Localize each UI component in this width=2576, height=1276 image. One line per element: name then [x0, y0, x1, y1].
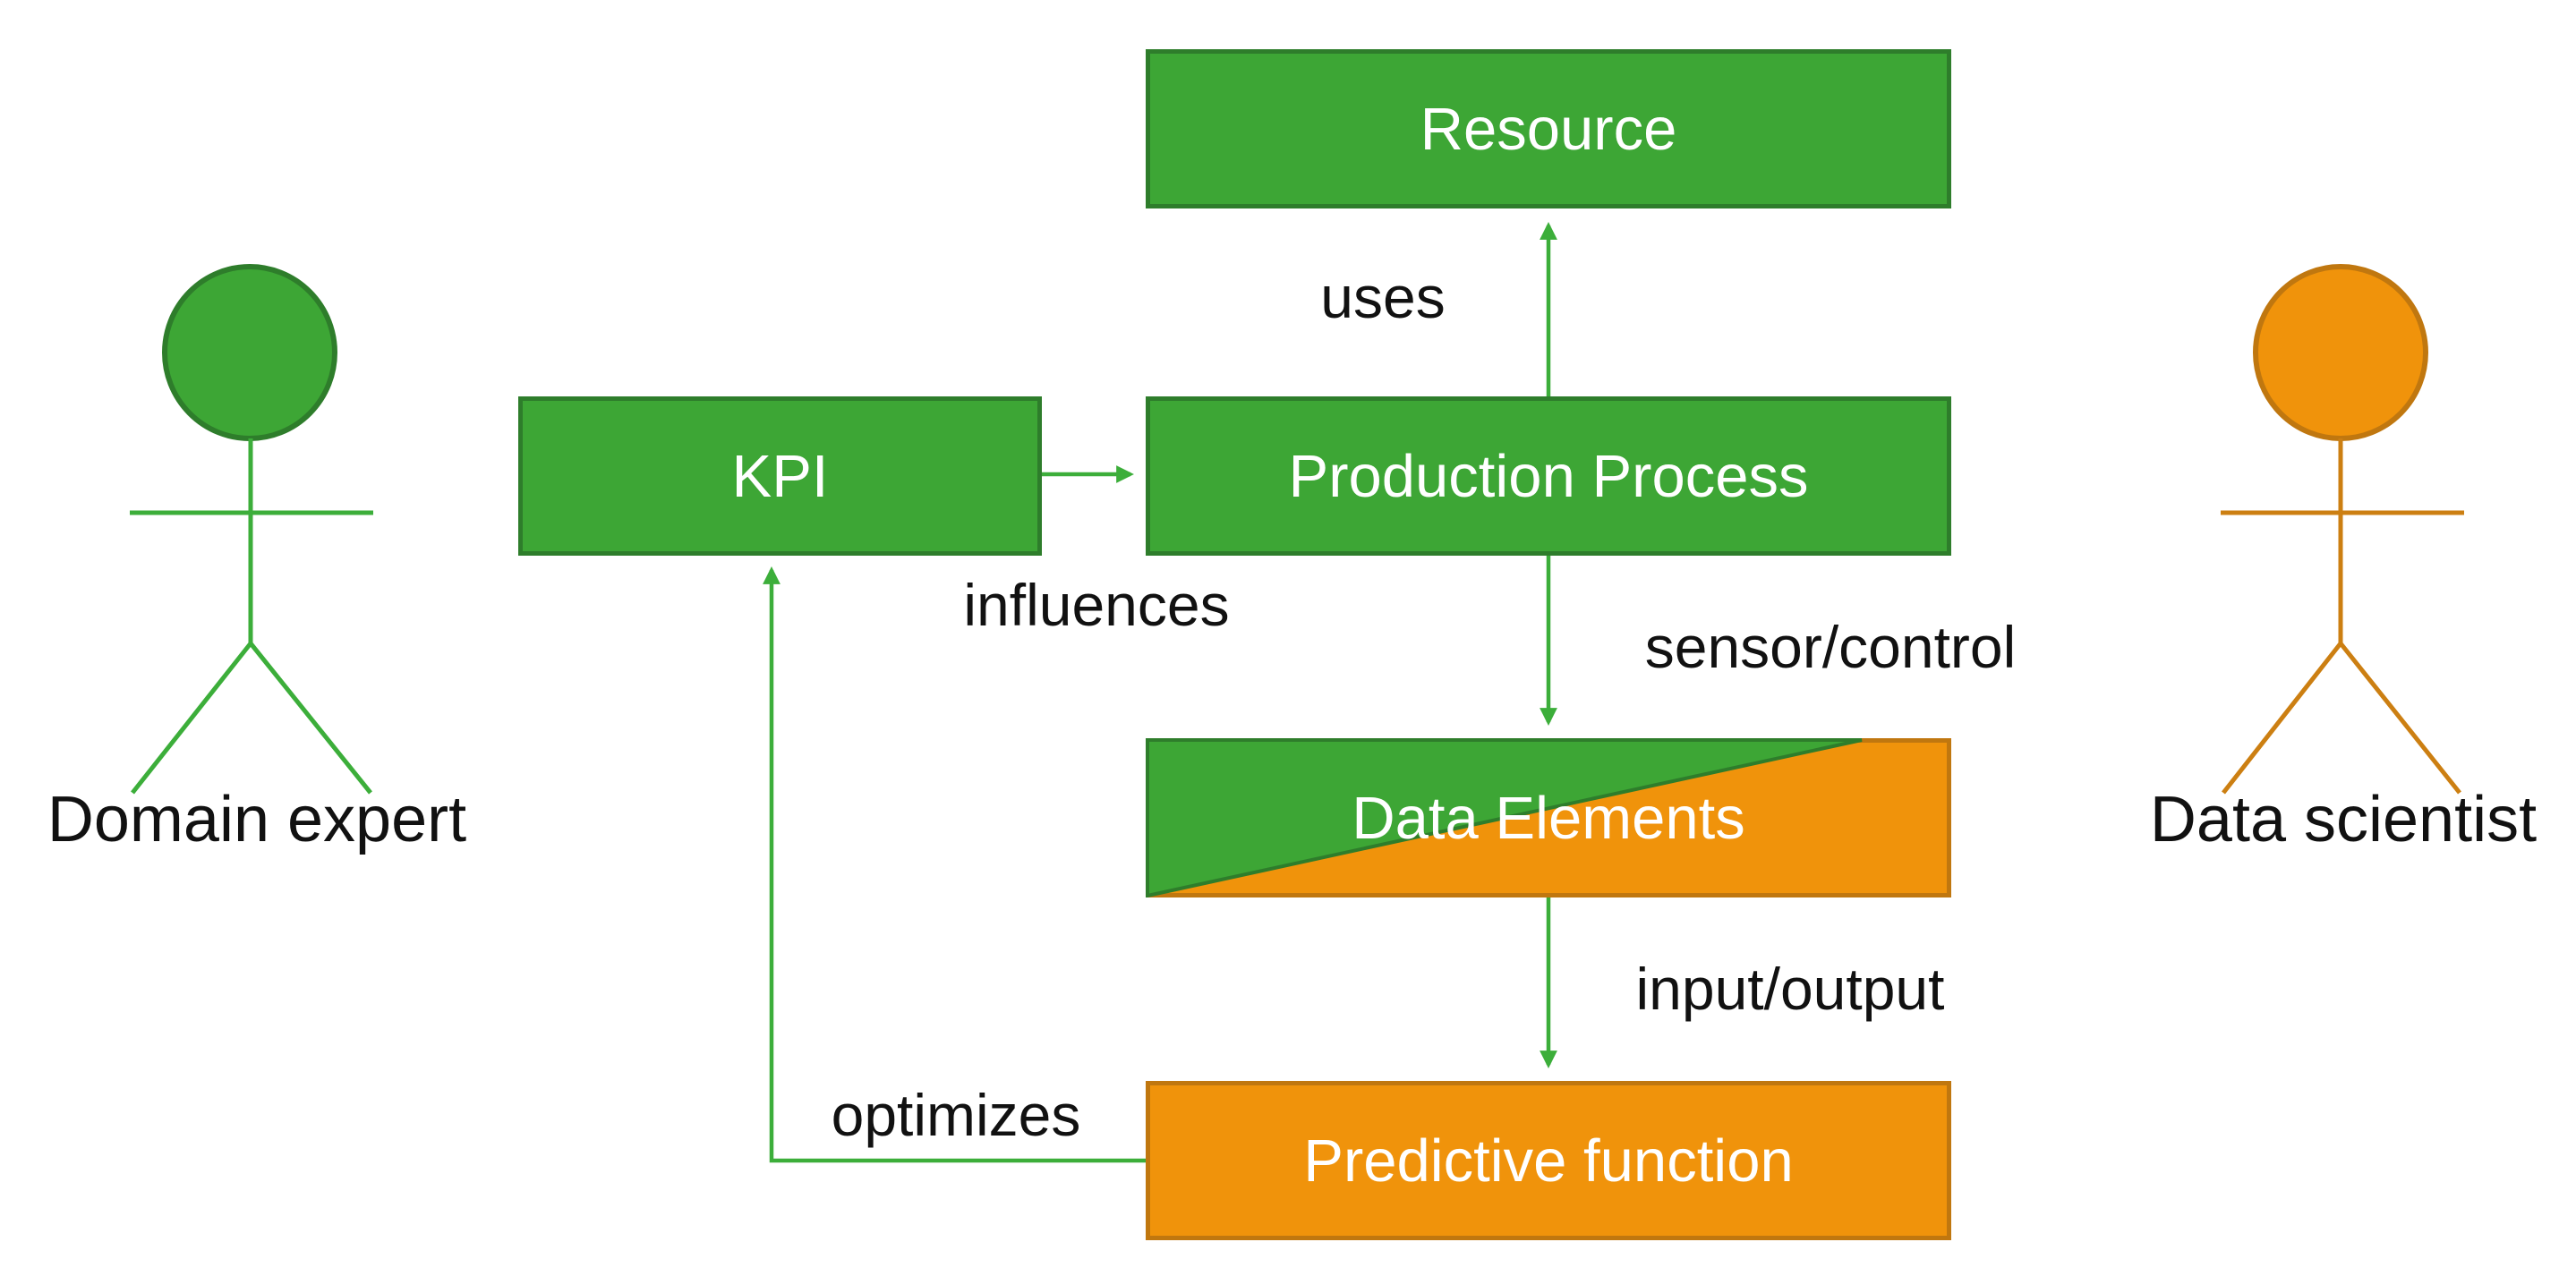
data-scientist-left-leg: [2222, 642, 2342, 795]
actor-label-domain-expert: Domain expert: [47, 784, 467, 855]
actor-label-data-scientist: Data scientist: [2149, 784, 2538, 855]
data-scientist-head: [2253, 264, 2428, 441]
edge-label-sensor-control: sensor/control: [1644, 614, 2017, 680]
data-scientist-figure: [2221, 264, 2464, 795]
node-resource: Resource: [1146, 49, 1951, 208]
node-data-elements: Data Elements: [1146, 738, 1951, 897]
data-elements-split-background: [1146, 738, 1951, 897]
domain-expert-head: [162, 264, 337, 441]
node-predictive-function: Predictive function: [1146, 1081, 1951, 1240]
node-production-process-label: Production Process: [1288, 442, 1809, 510]
edge-label-optimizes: optimizes: [831, 1082, 1081, 1148]
edge-label-input-output: input/output: [1635, 956, 1945, 1022]
data-scientist-right-leg: [2339, 642, 2461, 795]
edge-label-uses: uses: [1320, 264, 1446, 330]
domain-expert-figure: [130, 264, 373, 795]
domain-expert-right-leg: [249, 642, 372, 795]
optimizes-arrow: [763, 566, 1147, 1163]
edge-label-influences: influences: [963, 572, 1230, 638]
node-data-elements-label: Data Elements: [1352, 784, 1745, 852]
node-production-process: Production Process: [1146, 396, 1951, 556]
node-resource-label: Resource: [1420, 95, 1677, 163]
node-kpi-label: KPI: [731, 442, 829, 510]
node-predictive-function-label: Predictive function: [1303, 1127, 1794, 1195]
domain-expert-left-leg: [131, 642, 252, 795]
node-kpi: KPI: [518, 396, 1042, 556]
